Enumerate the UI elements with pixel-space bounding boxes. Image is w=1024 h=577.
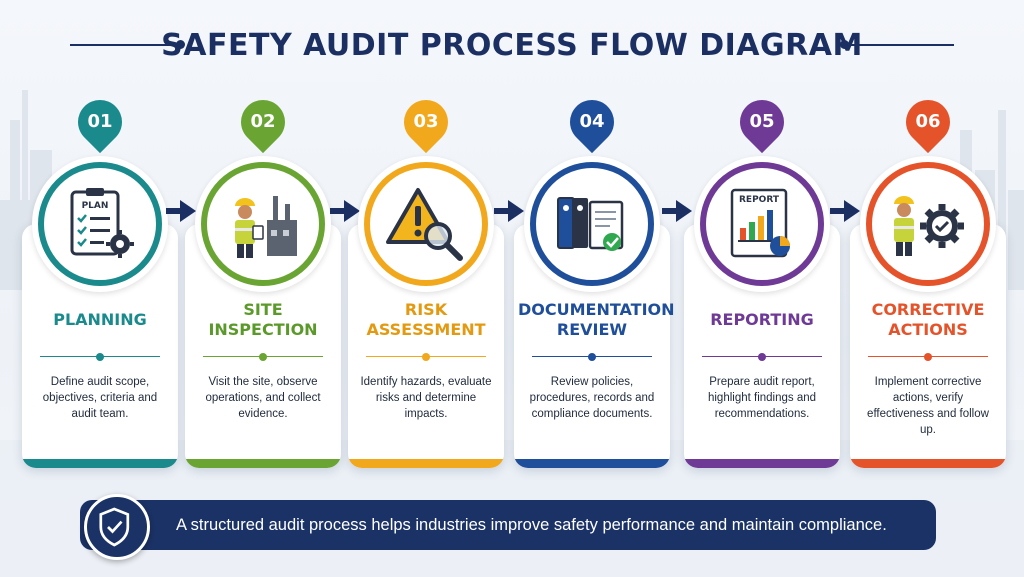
plan-clipboard-icon: PLAN: [70, 188, 134, 258]
step-divider-dot: [924, 353, 932, 361]
step-icon-ring: [358, 156, 494, 292]
arrow-right-icon: [166, 200, 196, 222]
card-accent-bar: [514, 459, 670, 468]
step-number: 02: [250, 111, 276, 132]
step-documentation-review: 04 DOCUMENTATION REVIEW Review policies,…: [514, 90, 675, 472]
step-number: 03: [413, 111, 439, 132]
step-number: 01: [87, 111, 113, 132]
title-bar: SAFETY AUDIT PROCESS FLOW DIAGRAM: [0, 22, 1024, 68]
step-icon-ring: [860, 156, 996, 292]
step-title: SITE INSPECTION: [208, 300, 318, 339]
plan-label: PLAN: [82, 201, 109, 211]
step-description: Define audit scope, objectives, criteria…: [42, 376, 158, 420]
step-title: RISK ASSESSMENT: [366, 300, 486, 339]
step-description: Visit the site, observe operations, and …: [205, 376, 321, 420]
summary-text: A structured audit process helps industr…: [176, 516, 887, 534]
card-accent-bar: [22, 459, 178, 468]
step-divider-dot: [259, 353, 267, 361]
arrow-right-icon: [330, 200, 360, 222]
title-left-line: [70, 44, 180, 46]
report-label: REPORT: [739, 195, 780, 205]
banner-badge: [84, 494, 150, 560]
worker-gear-check-icon: [894, 196, 964, 256]
step-number: 06: [915, 111, 941, 132]
arrow-right-icon: [494, 200, 524, 222]
step-icon-ring: [524, 156, 660, 292]
step-title: PLANNING: [53, 310, 147, 329]
step-divider-dot: [96, 353, 104, 361]
step-divider-dot: [422, 353, 430, 361]
arrow-right-icon: [830, 200, 860, 222]
card-accent-bar: [348, 459, 504, 468]
warning-magnifier-icon: [386, 188, 463, 261]
step-divider-dot: [588, 353, 596, 361]
shield-check-icon: [99, 507, 130, 547]
step-divider-dot: [758, 353, 766, 361]
step-title: REPORTING: [710, 310, 814, 329]
arrow-right-icon: [662, 200, 692, 222]
step-description: Implement corrective actions, verify eff…: [867, 376, 989, 436]
card-accent-bar: [185, 459, 341, 468]
step-number: 05: [749, 111, 775, 132]
title-right-line: [844, 44, 954, 46]
card-accent-bar: [850, 459, 1006, 468]
step-description: Review policies, procedures, records and…: [529, 376, 655, 420]
step-reporting: 05 REPORT REPORTING Prepare audit report…: [684, 90, 840, 472]
report-chart-icon: REPORT: [730, 188, 790, 258]
step-number: 04: [579, 111, 605, 132]
step-risk-assessment: 03 RISK ASSESSMENT Identify hazards, eva…: [348, 90, 504, 472]
step-title: CORRECTIVE ACTIONS: [871, 300, 985, 339]
step-icon-ring: PLAN: [32, 156, 168, 292]
step-description: Prepare audit report, highlight findings…: [707, 376, 817, 420]
document-binders-icon: [557, 197, 624, 251]
step-icon-ring: [195, 156, 331, 292]
step-title: DOCUMENTATION REVIEW: [518, 300, 675, 339]
card-accent-bar: [684, 459, 840, 468]
step-planning: 01 PLAN PLANNING Defin: [22, 90, 178, 472]
inspector-factory-icon: [235, 196, 297, 258]
step-corrective-actions: 06 CORRECTIVE ACTIONS Impl: [850, 90, 1006, 472]
step-icon-ring: REPORT: [694, 156, 830, 292]
step-description: Identify hazards, evaluate risks and det…: [360, 376, 492, 420]
page-title: SAFETY AUDIT PROCESS FLOW DIAGRAM: [161, 28, 863, 63]
summary-banner: A structured audit process helps industr…: [80, 500, 936, 550]
title-left-dot: [176, 40, 185, 49]
step-site-inspection: 02 SITE INSPECTION Visit the site, obser…: [185, 90, 341, 472]
